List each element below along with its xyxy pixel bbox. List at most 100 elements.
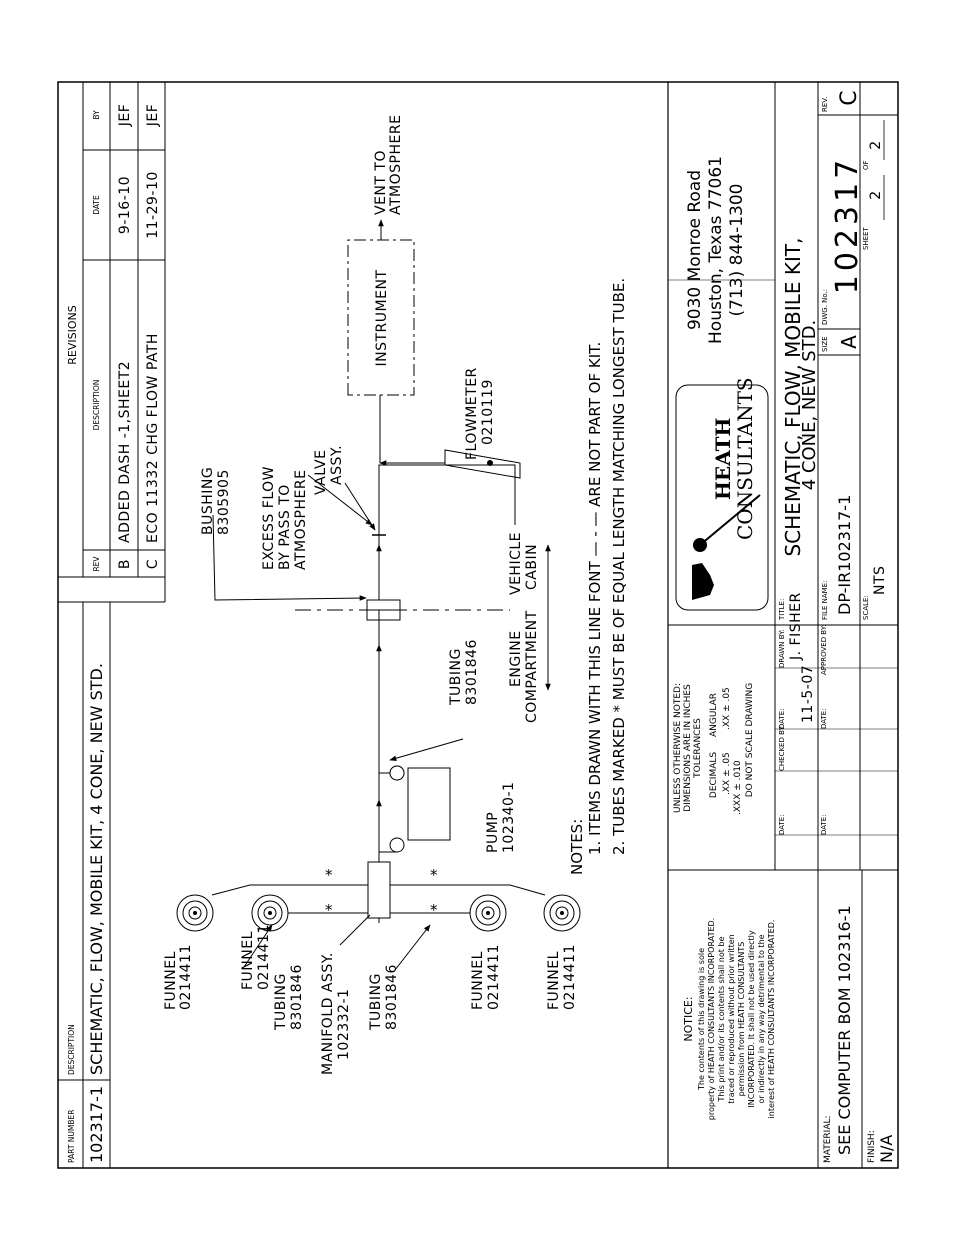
rev-date-header: DATE — [92, 195, 101, 215]
svg-text:102340-1: 102340-1 — [501, 782, 517, 853]
svg-text:DRAWN BY:: DRAWN BY: — [778, 629, 786, 668]
svg-text:(713) 844-1300: (713) 844-1300 — [727, 184, 747, 317]
manifold — [367, 861, 391, 919]
rev-row-c-rev: C — [145, 559, 161, 569]
svg-text:.XX ± .05: .XX ± .05 — [722, 752, 732, 795]
pump — [407, 767, 451, 841]
svg-text:The contents of this drawing i: The contents of this drawing is sole — [697, 948, 706, 1091]
svg-text:102332-1: 102332-1 — [336, 989, 352, 1060]
rev-row-b-by: JEF — [117, 104, 133, 128]
svg-text:interest of HEATH CONSULTANTS: interest of HEATH CONSULTANTS INCORPORAT… — [767, 920, 776, 1119]
svg-text:.XX ± .05: .XX ± .05 — [722, 687, 732, 730]
svg-text:CHECKED BY:: CHECKED BY: — [778, 725, 786, 771]
sheet-value: 2 — [868, 190, 884, 199]
description-header: DESCRIPTION — [67, 1024, 76, 1075]
svg-text:8305905: 8305905 — [216, 469, 232, 535]
tube-pump-to-bushing — [378, 695, 390, 774]
size-value: A — [837, 335, 861, 349]
svg-text:COMPARTMENT: COMPARTMENT — [524, 610, 540, 723]
svg-text:FUNNEL: FUNNEL — [240, 931, 256, 990]
svg-text:ANGULAR: ANGULAR — [709, 693, 719, 737]
tolerance-block: UNLESS OTHERWISE NOTED: DIMENSIONS ARE I… — [673, 683, 755, 815]
tube-star-4: * — [430, 866, 438, 884]
svg-text:8301846: 8301846 — [289, 964, 305, 1030]
svg-text:APPROVED BY:: APPROVED BY: — [820, 625, 828, 675]
svg-text:DATE:: DATE: — [820, 708, 828, 729]
svg-text:DO NOT SCALE DRAWING: DO NOT SCALE DRAWING — [745, 683, 755, 798]
schematic: * * * * — [176, 115, 581, 971]
of-label: OF — [862, 160, 870, 170]
svg-text:VALVE: VALVE — [313, 450, 329, 495]
pump-inlet — [389, 765, 405, 781]
funnel-1 — [176, 894, 214, 932]
svg-text:ATMOSPHERE: ATMOSPHERE — [293, 470, 309, 570]
rev-row-b-rev: B — [117, 559, 133, 569]
part-number: 102317-1 — [87, 1086, 106, 1163]
flowmeter — [444, 449, 521, 479]
finish-value: N/A — [877, 1135, 896, 1163]
file-name: DP-IR102317-1 — [835, 495, 854, 615]
svg-text:0214411: 0214411 — [256, 924, 272, 990]
tube-star-1: * — [325, 866, 333, 884]
heath-logo: HEATH CONSULTANTS — [675, 377, 769, 611]
svg-text:FUNNEL: FUNNEL — [546, 951, 562, 1010]
svg-text:PUMP: PUMP — [485, 812, 501, 853]
vent-label-2: ATMOSPHERE — [388, 115, 404, 215]
signoff-block: DRAWN BY: J. FISHER DATE: 11-5-07 CHECKE… — [778, 592, 828, 835]
vent-label-1: VENT TO — [373, 150, 389, 215]
scale-value: NTS — [872, 566, 888, 595]
instrument-label: INSTRUMENT — [374, 270, 390, 367]
svg-text:8301846: 8301846 — [384, 964, 400, 1030]
svg-text:0214411: 0214411 — [562, 944, 578, 1010]
svg-text:permission from HEATH CONSULTA: permission from HEATH CONSULTANTS — [737, 942, 746, 1097]
rev-desc-header: DESCRIPTION — [92, 380, 101, 431]
material-label: MATERIAL: — [823, 1115, 833, 1163]
svg-text:HEATH: HEATH — [711, 418, 735, 500]
title-label: TITLE: — [778, 599, 786, 621]
tube-funnel-1 — [211, 884, 368, 896]
svg-text:CABIN: CABIN — [524, 544, 540, 590]
svg-text:J. FISHER: J. FISHER — [788, 592, 804, 661]
svg-text:.XXX ± .010: .XXX ± .010 — [733, 760, 743, 815]
svg-text:UNLESS OTHERWISE NOTED:: UNLESS OTHERWISE NOTED: — [673, 683, 683, 813]
svg-text:DIMENSIONS ARE IN INCHES: DIMENSIONS ARE IN INCHES — [683, 684, 693, 812]
svg-text:CONSULTANTS: CONSULTANTS — [733, 377, 757, 540]
svg-text:FLOWMETER: FLOWMETER — [464, 367, 480, 460]
funnel-3 — [469, 894, 507, 932]
rev-label: REV. — [821, 97, 829, 112]
drawing-title-2: 4 CONE, NEW STD. — [799, 320, 820, 491]
svg-text:traced or reproduced without p: traced or reproduced without prior writt… — [727, 934, 736, 1103]
svg-text:0210119: 0210119 — [480, 379, 496, 445]
pump-outlet — [389, 837, 405, 853]
tube-star-3: * — [430, 901, 438, 919]
svg-text:Houston, Texas 77061: Houston, Texas 77061 — [706, 156, 726, 344]
svg-text:2. TUBES MARKED * MUST BE OF E: 2. TUBES MARKED * MUST BE OF EQUAL LENGT… — [610, 278, 628, 855]
of-value: 2 — [868, 140, 884, 149]
tube-to-flowmeter — [378, 464, 516, 525]
svg-text:TUBING: TUBING — [448, 648, 464, 706]
svg-text:0214411: 0214411 — [178, 944, 194, 1010]
rev-by-header: BY — [92, 110, 101, 120]
svg-text:DATE:: DATE: — [778, 708, 786, 729]
part-number-header: PART NUMBER — [67, 1110, 76, 1163]
svg-text:ENGINE: ENGINE — [508, 630, 524, 687]
schematic-labels: FUNNEL 0214411 FUNNEL 0214411 TUBING 830… — [163, 367, 578, 1075]
rev-row-c-by: JEF — [145, 104, 161, 128]
svg-text:DATE:: DATE: — [820, 814, 828, 835]
rev-row-c-desc: ECO 11332 CHG FLOW PATH — [145, 333, 161, 543]
svg-text:BY PASS TO: BY PASS TO — [277, 484, 293, 570]
svg-text:or indirectly in any way detri: or indirectly in any way detrimental to … — [757, 934, 766, 1103]
svg-text:INCORPORATED. It shall not be: INCORPORATED. It shall not be used direc… — [747, 930, 756, 1107]
svg-text:TUBING: TUBING — [368, 973, 384, 1031]
dwg-no: 102317 — [830, 156, 865, 295]
svg-text:11-5-07: 11-5-07 — [800, 665, 816, 723]
revisions-title: REVISIONS — [66, 305, 79, 364]
company-address: 9030 Monroe Road Houston, Texas 77061 (7… — [685, 156, 747, 344]
notice-title: NOTICE: — [682, 996, 695, 1041]
svg-text:BUSHING: BUSHING — [200, 467, 216, 535]
svg-text:FUNNEL: FUNNEL — [470, 951, 486, 1010]
file-name-label: FILE NAME: — [821, 581, 829, 620]
svg-text:DATE:: DATE: — [778, 814, 786, 835]
svg-text:TOLERANCES: TOLERANCES — [693, 718, 703, 779]
rev-row-c-date: 11-29-10 — [145, 171, 161, 239]
